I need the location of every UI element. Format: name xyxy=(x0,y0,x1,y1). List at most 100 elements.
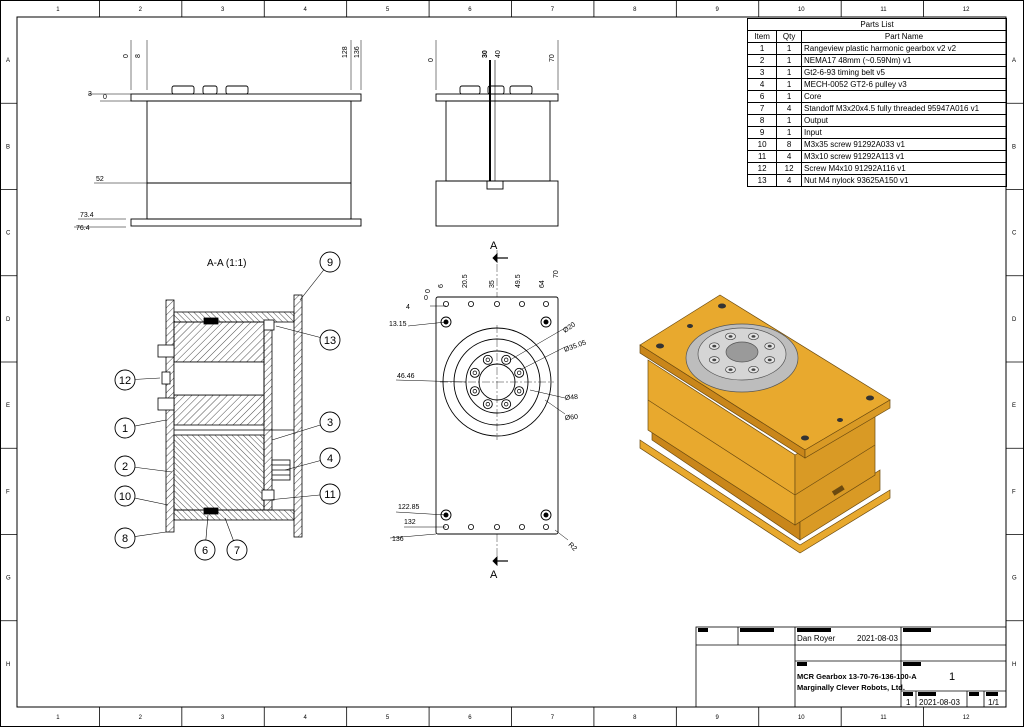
parts-list-item: 4 xyxy=(746,78,778,91)
plan-edge-hole xyxy=(442,524,449,531)
front-left-dim: 3 xyxy=(88,91,92,98)
author: Dan Royer xyxy=(797,634,836,643)
plan-left-dim: 46.46 xyxy=(397,373,415,380)
balloon xyxy=(194,539,216,561)
plan-edge-hole xyxy=(493,300,500,307)
parts-list-item: 12 xyxy=(746,162,778,175)
balloon-number: 2 xyxy=(122,461,128,473)
title-block-text: Dan Royer 2021-08-03 MCR Gearbox 13-70-7… xyxy=(797,634,1000,707)
parts-list-item: 8 xyxy=(746,114,778,127)
section-label: A-A (1:1) xyxy=(207,258,246,269)
front-screw-head-1 xyxy=(171,85,195,95)
side-view-dims: 0 30 40 70 xyxy=(428,50,556,62)
plan-bolt-hole xyxy=(469,367,480,378)
balloon xyxy=(114,527,136,549)
section-nut-13 xyxy=(263,319,275,331)
balloon-number: 1 xyxy=(122,423,128,435)
plan-top-dim: 6 xyxy=(438,284,445,288)
plan-edge-hole xyxy=(442,300,449,307)
parts-list-qty: 1 xyxy=(776,54,802,67)
plan-left-dim: 122.85 xyxy=(398,504,420,511)
plan-diameter: Ø48 xyxy=(565,394,579,402)
plan-bolt-hole xyxy=(514,386,525,397)
balloon-number: 10 xyxy=(119,491,131,503)
revision: 1 xyxy=(906,698,911,707)
plan-radius: R2 xyxy=(567,541,578,552)
plan-corner-hole xyxy=(440,509,452,521)
zone-row-label: E xyxy=(1012,403,1016,409)
section-bottom-flange xyxy=(173,509,295,521)
zone-row-label: A xyxy=(6,58,10,64)
parts-list-name: Core xyxy=(801,90,1007,103)
zone-row-label: A xyxy=(1012,58,1016,64)
plan-corner-hole-center xyxy=(543,512,549,518)
plan-left-dim: 0 xyxy=(424,295,428,302)
iso-bolts xyxy=(708,332,776,374)
zone-row-label: E xyxy=(6,403,10,409)
section-gearbox-upper xyxy=(173,321,265,363)
zone-col-label: 2 xyxy=(139,715,143,721)
balloon xyxy=(319,483,341,505)
parts-list-qty: 1 xyxy=(776,42,802,55)
zone-row-label: F xyxy=(6,489,10,495)
plan-bolt-hole xyxy=(514,367,525,378)
sheet-of: 1/1 xyxy=(988,698,1000,707)
front-screw-head-3 xyxy=(225,85,249,95)
section-standoff-bottom xyxy=(203,507,219,515)
plan-corner-hole-center xyxy=(443,319,449,325)
zone-col-label: 11 xyxy=(880,715,887,721)
front-left-dim: 73.4 xyxy=(80,212,94,219)
zone-col-label: 1 xyxy=(56,715,60,721)
plan-corner-hole-center xyxy=(543,319,549,325)
plan-top-dim: 49.5 xyxy=(515,274,522,288)
title-block xyxy=(695,626,1007,708)
parts-list-name: Standoff M3x20x4.5 fully threaded 95947A… xyxy=(801,102,1007,115)
zone-col-label: 6 xyxy=(468,715,472,721)
section-right-plate xyxy=(293,294,303,538)
plan-left-dim: 132 xyxy=(404,519,416,526)
balloon xyxy=(319,329,341,351)
plan-corner-hole xyxy=(540,316,552,328)
plan-edge-hole xyxy=(519,524,526,531)
date: 2021-08-03 xyxy=(857,634,898,643)
zone-row-label: G xyxy=(6,576,11,582)
front-view-dims: 0 8 128 136 3 0 52 73.4 76.4 xyxy=(76,46,361,232)
side-view xyxy=(435,40,559,227)
parts-list-name: MECH-0052 GT2-6 pulley v3 xyxy=(801,78,1007,91)
drawing-title: MCR Gearbox 13-70-76-136-100-A xyxy=(797,672,917,681)
plan-bolt-hole xyxy=(482,354,493,365)
front-left-dim: 52 xyxy=(96,176,104,183)
zone-col-label: 7 xyxy=(551,7,555,13)
parts-list-item: 7 xyxy=(746,102,778,115)
front-top-dim: 136 xyxy=(354,46,361,58)
zone-row-label: C xyxy=(1012,231,1017,237)
plan-bolt-hole xyxy=(501,354,512,365)
balloon xyxy=(319,447,341,469)
zone-col-label: 6 xyxy=(468,7,472,13)
front-top-plate xyxy=(130,93,362,102)
zone-col-label: 8 xyxy=(633,715,637,721)
plan-edge-hole xyxy=(519,300,526,307)
parts-list-item: 10 xyxy=(746,138,778,151)
parts-list-header-item: Item xyxy=(746,30,778,43)
parts-list-name: M3x35 screw 91292A033 v1 xyxy=(801,138,1007,151)
side-top-dim: 70 xyxy=(549,54,556,62)
parts-list-name: Rangeview plastic harmonic gearbox v2 v2 xyxy=(801,42,1007,55)
front-view xyxy=(74,40,362,228)
iso-output-bore xyxy=(725,341,759,363)
parts-list-qty: 1 xyxy=(776,114,802,127)
parts-list-item: 9 xyxy=(746,126,778,139)
balloon xyxy=(319,411,341,433)
plan-left-dim: 13.15 xyxy=(389,321,407,328)
date-2: 2021-08-03 xyxy=(919,698,960,707)
balloon-number: 13 xyxy=(324,335,336,347)
section-screw-12b xyxy=(157,397,175,411)
zone-row-label: D xyxy=(6,317,11,323)
zone-row-label: C xyxy=(6,231,11,237)
